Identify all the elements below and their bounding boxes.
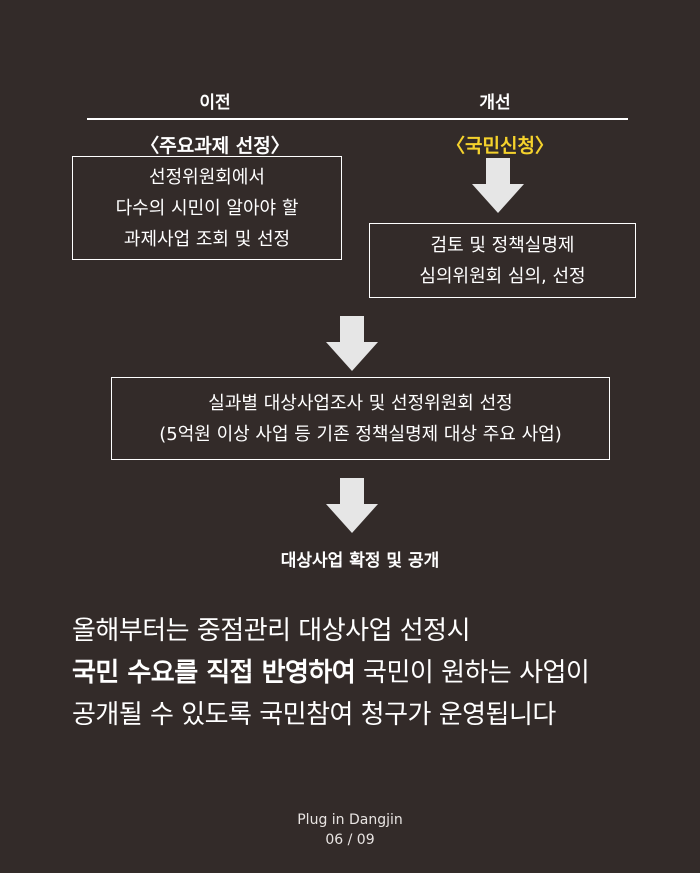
body-line-2-bold: 국민 수요를 직접 반영하여 (72, 658, 356, 688)
after-box: 검토 및 정책실명제 심의위원회 심의, 선정 (369, 223, 636, 298)
before-subtitle: 〈주요과제 선정〉 (140, 135, 290, 157)
down-arrow-icon (472, 158, 524, 213)
down-arrow-icon (326, 478, 378, 533)
before-line-3: 과제사업 조회 및 선정 (123, 228, 291, 250)
after-subtitle: 〈국민신청〉 (446, 135, 554, 157)
merged-line-1: 실과별 대상사업조사 및 선정위원회 선정 (208, 392, 513, 414)
before-line-1: 선정위원회에서 (149, 166, 265, 188)
footer-brand: Plug in Dangjin (297, 812, 403, 828)
body-line-1: 올해부터는 중점관리 대상사업 선정시 (72, 616, 471, 646)
page-indicator: 06 / 09 (325, 832, 375, 848)
body-line-2: 국민 수요를 직접 반영하여 국민이 원하는 사업이 (72, 653, 590, 693)
before-line-2: 다수의 시민이 알아야 할 (115, 197, 299, 219)
body-line-3: 공개될 수 있도록 국민참여 청구가 운영됩니다 (72, 700, 556, 730)
body-line-2-rest: 국민이 원하는 사업이 (355, 658, 590, 688)
after-line-2: 심의위원회 심의, 선정 (419, 265, 586, 287)
after-line-1: 검토 및 정책실명제 (430, 234, 575, 256)
before-box: 선정위원회에서 다수의 시민이 알아야 할 과제사업 조회 및 선정 (72, 156, 342, 260)
header-after: 개선 (479, 93, 511, 113)
down-arrow-icon (326, 316, 378, 371)
final-step: 대상사업 확정 및 공개 (280, 551, 440, 571)
merged-box: 실과별 대상사업조사 및 선정위원회 선정 (5억원 이상 사업 등 기존 정책… (111, 377, 610, 460)
header-divider (87, 118, 628, 120)
header-before: 이전 (199, 93, 231, 113)
merged-line-2: (5억원 이상 사업 등 기존 정책실명제 대상 주요 사업) (159, 423, 562, 445)
